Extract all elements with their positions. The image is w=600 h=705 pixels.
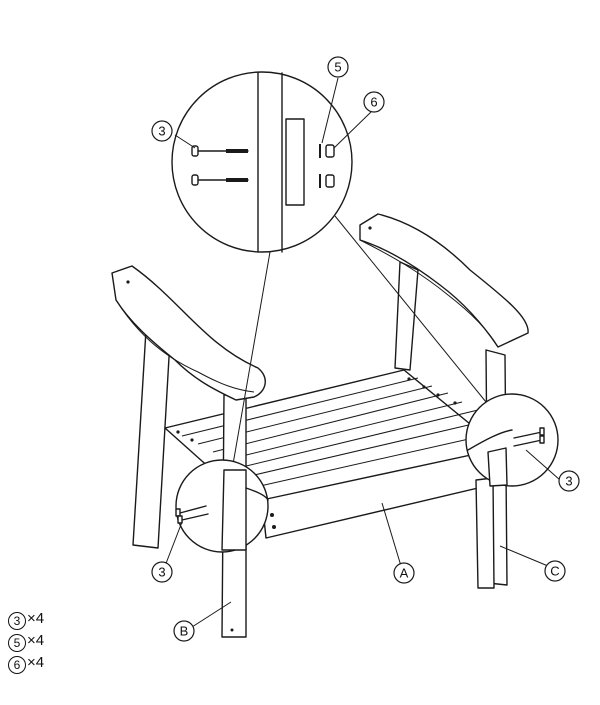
armrest-right [359, 213, 529, 348]
svg-text:5: 5 [334, 60, 341, 75]
svg-text:C: C [550, 564, 559, 579]
svg-text:6: 6 [370, 95, 377, 110]
callout-part-3-right: 3 [558, 470, 580, 492]
legend-quantity: ×4 [27, 610, 45, 627]
callout-part-c: C [544, 560, 566, 582]
detail-magnifier-right [465, 393, 561, 487]
bolt-3-detail [191, 145, 249, 186]
legend-row-part-3: 3×4 [8, 610, 44, 630]
legend-quantity: ×4 [27, 654, 45, 671]
leader-b [191, 601, 232, 628]
svg-text:3: 3 [158, 124, 165, 139]
legend-number-badge: 3 [8, 612, 26, 630]
legend-number-badge: 5 [8, 634, 26, 652]
callout-part-6: 6 [363, 91, 385, 113]
callout-part-a: A [393, 562, 415, 584]
svg-text:3: 3 [565, 474, 572, 489]
rear-leg-right [394, 261, 419, 371]
callout-part-3-left: 3 [151, 561, 173, 583]
bolt-3-right [513, 427, 545, 447]
callout-part-3-detail: 3 [151, 120, 173, 142]
callout-part-5: 5 [327, 56, 349, 78]
detail-magnifier-top [171, 71, 487, 471]
legend-row-part-6: 6×4 [8, 654, 44, 674]
detail-magnifier-left [164, 459, 269, 567]
legend-row-part-5: 5×4 [8, 632, 44, 652]
nut-6-detail [325, 144, 335, 188]
armrest-left [111, 265, 266, 401]
callout-part-b: B [173, 620, 195, 642]
rear-leg-left [132, 329, 171, 549]
leader-a [381, 502, 402, 567]
leader-c [499, 545, 549, 567]
svg-text:3: 3 [158, 565, 165, 580]
svg-text:B: B [180, 624, 189, 639]
legend-quantity: ×4 [27, 632, 45, 649]
bolt-3-left [175, 505, 209, 524]
svg-text:A: A [400, 566, 409, 581]
legend-number-badge: 6 [8, 656, 26, 674]
